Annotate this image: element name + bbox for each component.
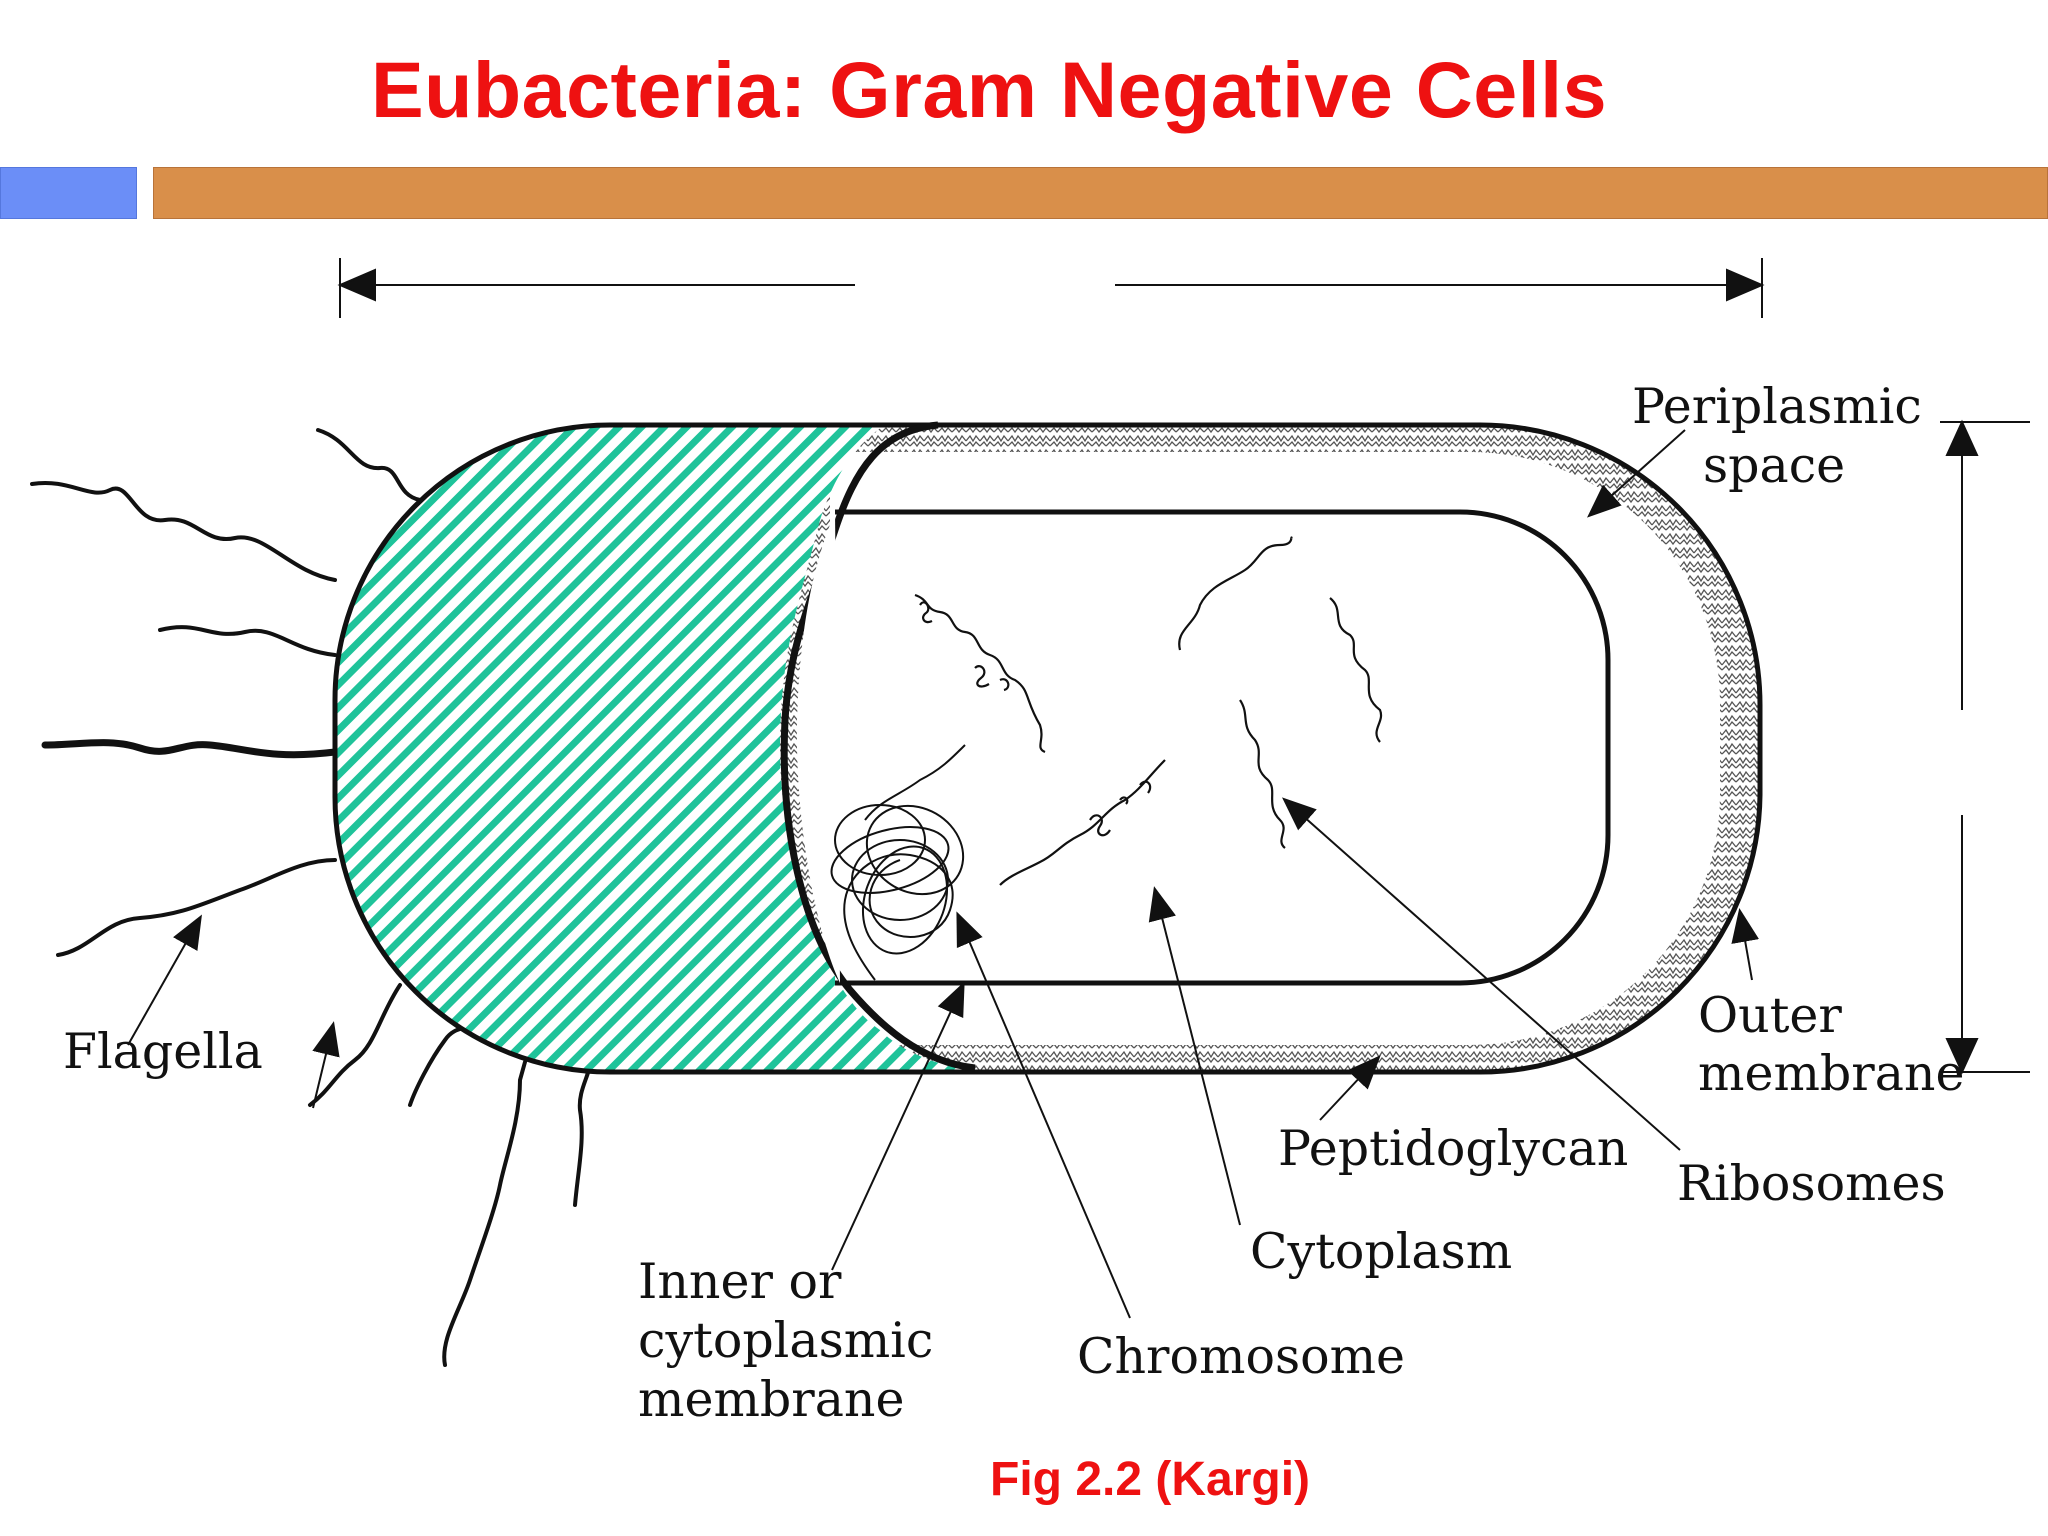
accent-bar-right [153,167,2048,219]
label-peptidoglycan: Peptidoglycan [1278,1120,1628,1177]
leader-lines [127,429,1760,1319]
label-inner-membrane-line2: cytoplasmic [638,1312,933,1369]
cell-body [332,421,1763,1075]
width-dimension-arrow [1940,419,2030,1075]
flagella [30,428,592,1367]
label-chromosome: Chromosome [1077,1328,1405,1385]
label-inner-membrane-line3: membrane [638,1371,905,1428]
figure-caption: Fig 2.2 (Kargi) [990,1453,1311,1506]
label-flagella: Flagella [63,1023,263,1080]
ribosomes [914,536,1383,886]
label-outer-membrane-line2: membrane [1698,1045,1965,1102]
length-dimension-arrow [337,258,1765,318]
label-cytoplasm: Cytoplasm [1250,1223,1512,1280]
label-inner-membrane-line1: Inner or [638,1253,842,1310]
chromosome [830,744,966,981]
label-periplasmic-line2: space [1703,437,1845,494]
label-ribosomes: Ribosomes [1677,1155,1946,1212]
label-outer-membrane-line1: Outer [1698,987,1842,1044]
slide-title: Eubacteria: Gram Negative Cells [370,45,1608,134]
accent-bar-left [0,167,137,219]
label-periplasmic-line1: Periplasmic [1632,378,1922,435]
